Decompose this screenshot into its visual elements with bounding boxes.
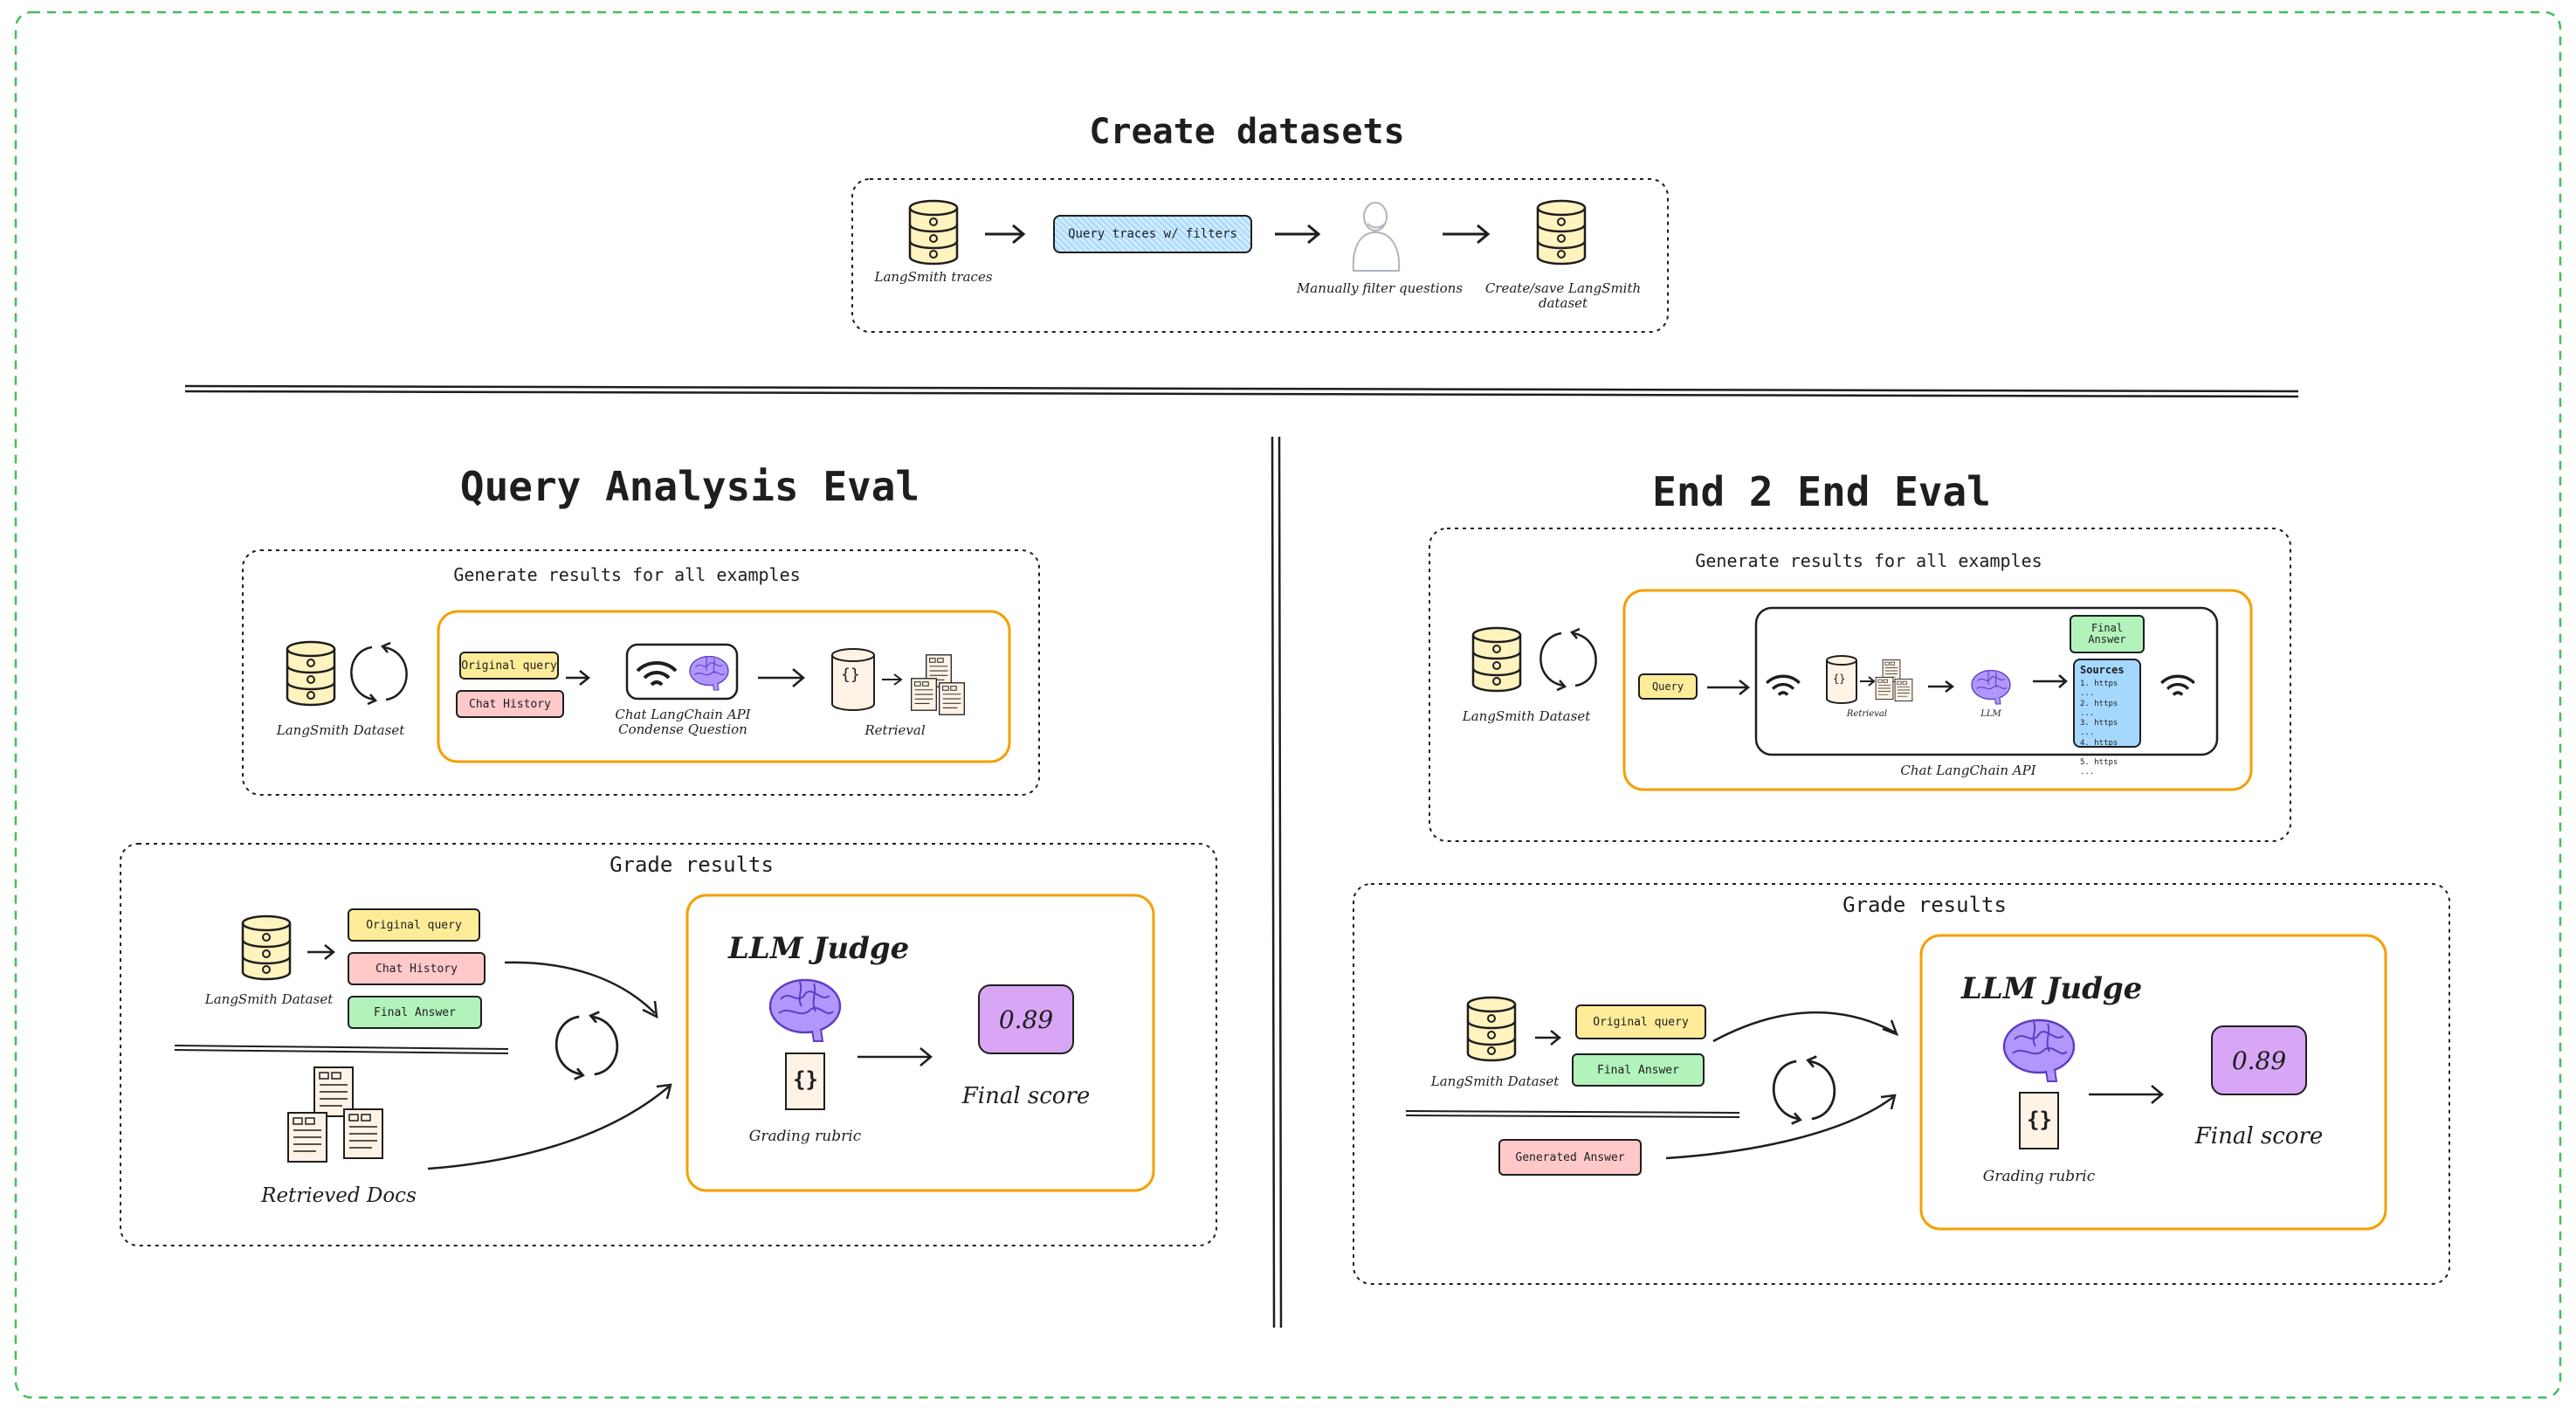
e2e-original-query-chip: Original query: [1575, 1004, 1706, 1039]
create-datasets-box: [851, 178, 1669, 333]
qa-generate-title: Generate results for all examples: [453, 564, 801, 585]
json-icon: {}: [841, 666, 860, 684]
source-item: 2. https ...: [2080, 699, 2118, 718]
qa-rubric-label: Grading rubric: [748, 1128, 862, 1145]
query-traces-chip: Query traces w/ filters: [1053, 215, 1252, 253]
e2e-eval-title: End 2 End Eval: [1652, 468, 1991, 515]
langsmith-traces-label: LangSmith traces: [874, 269, 993, 285]
grade-final-answer-chip: Final Answer: [348, 996, 482, 1029]
e2e-score-box: 0.89: [2211, 1025, 2307, 1095]
arrow-icon: [1275, 224, 1321, 245]
grade-original-query-chip: Original query: [348, 908, 480, 942]
retrieval-label: Retrieval: [864, 722, 926, 738]
qa-score-box: 0.89: [978, 984, 1074, 1054]
qa-dataset-label: LangSmith Dataset: [276, 722, 405, 738]
retrieved-docs-label: Retrieved Docs: [261, 1184, 417, 1207]
e2e-final-answer-chip: Final Answer: [2070, 615, 2145, 653]
e2e-judge-title: LLM Judge: [1961, 971, 2143, 1006]
query-chip: Query: [1638, 673, 1698, 700]
original-query-chip: Original query: [459, 652, 559, 680]
e2e-grade-title: Grade results: [1842, 893, 2007, 917]
generated-answer-chip: Generated Answer: [1498, 1139, 1642, 1176]
outer-frame: [14, 10, 2562, 1399]
save-dataset-label: Create/save LangSmith dataset: [1484, 280, 1642, 312]
cycle-icon: [350, 641, 408, 706]
e2e-grade-final-answer-chip: Final Answer: [1572, 1053, 1705, 1087]
qa-eval-title: Query Analysis Eval: [459, 463, 920, 510]
qa-grade-dataset-label: LangSmith Dataset: [204, 991, 334, 1007]
e2e-judge-box: [1919, 934, 2387, 1231]
qa-final-score-label: Final score: [961, 1083, 1091, 1109]
source-item: 1. https ...: [2080, 680, 2118, 699]
e2e-grade-dataset-label: LangSmith Dataset: [1430, 1073, 1560, 1089]
sources-title: Sources: [2080, 664, 2125, 676]
rubric-icon: {}: [793, 1067, 818, 1092]
manually-filter-label: Manually filter questions: [1296, 280, 1464, 296]
qa-judge-title: LLM Judge: [728, 931, 910, 966]
create-datasets-title: Create datasets: [1089, 112, 1405, 152]
e2e-generate-title: Generate results for all examples: [1695, 550, 2042, 571]
sources-card: Sources 1. https ... 2. https ... 3. htt…: [2073, 659, 2141, 776]
section-divider: [184, 384, 2299, 398]
condense-question-label: Chat LangChain API Condense Question: [615, 707, 751, 738]
qa-grade-title: Grade results: [610, 852, 774, 877]
e2e-final-score-label: Final score: [2194, 1123, 2324, 1149]
json-icon: {}: [1833, 673, 1846, 685]
arrow-icon: [985, 224, 1026, 245]
source-item: 4. https ...: [2080, 738, 2118, 757]
qa-judge-box: [685, 894, 1155, 1192]
e2e-retrieval-label: Retrieval: [1846, 709, 1888, 719]
grade-chat-history-chip: Chat History: [348, 952, 486, 985]
llm-label: LLM: [1980, 709, 2001, 719]
e2e-dataset-label: LangSmith Dataset: [1462, 708, 1591, 724]
source-item: 3. https ...: [2080, 719, 2118, 738]
column-divider: [1271, 436, 1283, 1329]
chat-langchain-api-label: Chat LangChain API: [1900, 763, 2036, 778]
e2e-pipeline-box: [1622, 589, 2253, 791]
person-icon: [1352, 202, 1401, 272]
e2e-rubric-label: Grading rubric: [1982, 1168, 2096, 1185]
source-item: 5. https ...: [2080, 758, 2118, 777]
chat-history-chip: Chat History: [456, 690, 564, 718]
database-icon: [1536, 199, 1587, 266]
rubric-icon: {}: [2027, 1108, 2052, 1132]
arrow-icon: [1443, 224, 1491, 245]
qa-pipeline-box: [437, 610, 1011, 763]
database-icon: [908, 199, 959, 266]
